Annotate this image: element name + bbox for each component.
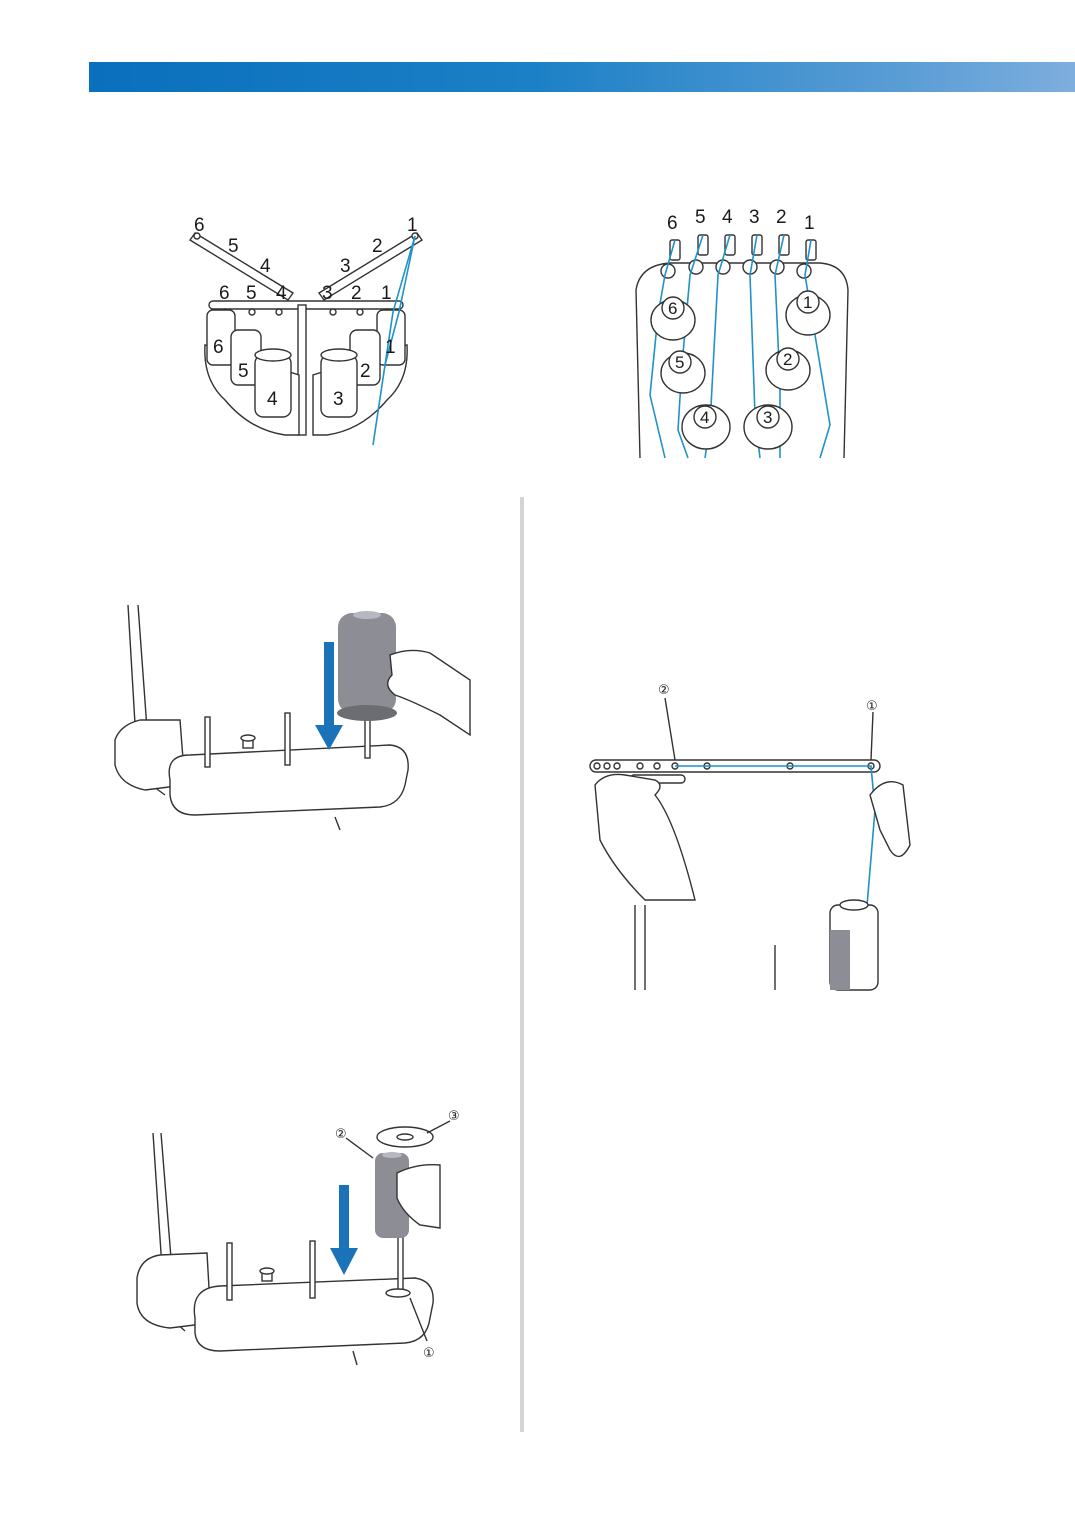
spool-label: 6 [213,337,224,358]
arm-label: 5 [228,236,239,257]
arm-label: 1 [407,215,418,236]
arm-label: 3 [340,256,351,277]
callout-2: ② [335,1127,347,1142]
callout-2: ② [658,683,670,698]
bar-label: 1 [381,283,392,304]
spool-label: 4 [267,389,278,410]
callout-3: ③ [448,1109,460,1124]
spool-label: 2 [360,361,371,382]
arm-label: 6 [194,215,205,236]
arm-label: 2 [372,236,383,257]
bar-label: 4 [276,283,287,304]
spool-stand-figure: 6 5 4 3 2 1 6 5 4 3 2 1 6 5 4 3 2 1 [185,205,435,455]
svg-text:5: 5 [675,353,684,372]
thread-bar-figure: ② ① [585,680,915,991]
bar-label: 2 [351,283,362,304]
guide-label: 6 [667,213,678,234]
callout-1: ① [866,699,878,714]
svg-text:1: 1 [803,293,812,312]
guide-label: 1 [804,213,815,234]
spool-cap-figure: ② ③ ① [135,1103,470,1373]
svg-text:6: 6 [668,299,677,318]
guide-label: 4 [722,207,733,228]
header-bar [89,62,1075,92]
guide-label: 5 [695,207,706,228]
bar-label: 3 [322,283,333,304]
guide-label: 3 [749,207,760,228]
bar-label: 6 [219,283,230,304]
down-arrow-icon [339,1185,349,1255]
bar-label: 5 [246,283,257,304]
svg-text:2: 2 [783,350,792,369]
spool-label: 1 [385,337,396,358]
place-spool-figure [110,604,490,840]
svg-text:3: 3 [763,408,772,427]
svg-text:4: 4 [700,408,709,427]
guide-label: 2 [776,207,787,228]
callout-1: ① [423,1346,435,1361]
spool-label: 5 [238,361,249,382]
down-arrow-icon [324,642,334,732]
column-divider [520,497,524,1432]
spool-label: 3 [333,389,344,410]
arm-label: 4 [260,256,271,277]
